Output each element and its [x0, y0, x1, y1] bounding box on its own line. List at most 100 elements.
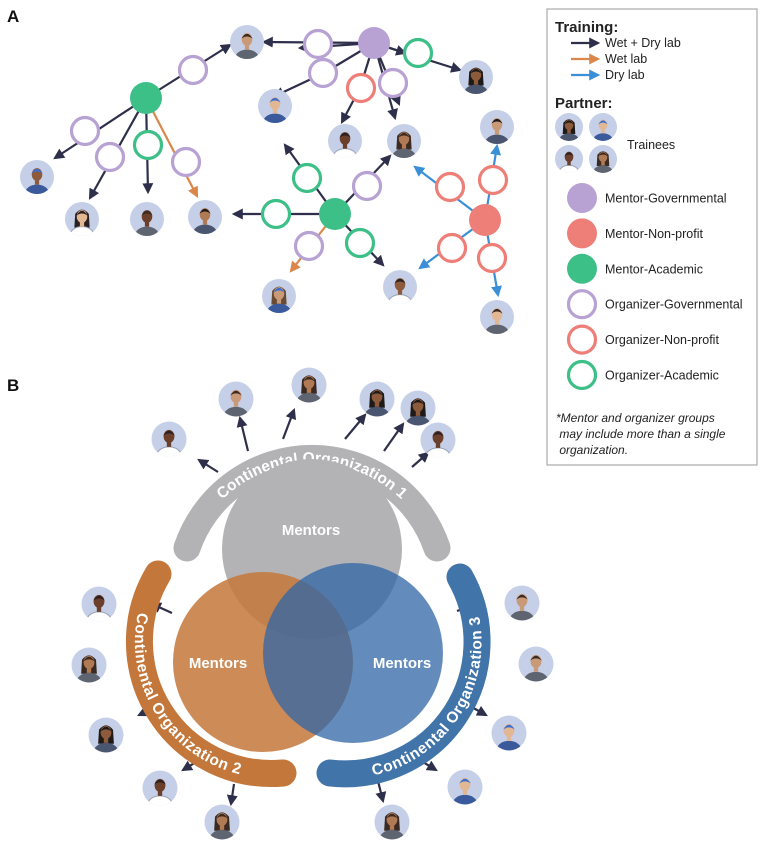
avatar-cap	[269, 97, 281, 103]
organizer-node	[132, 129, 164, 161]
avatar-hair	[394, 278, 406, 284]
avatar-neck	[567, 160, 571, 166]
avatar-body	[593, 165, 613, 173]
avatar-hair	[470, 68, 482, 74]
avatar-hair	[83, 656, 95, 662]
avatar-neck	[276, 297, 282, 304]
avatar-body	[485, 134, 509, 144]
avatar-body	[485, 324, 509, 334]
avatar-neck	[306, 386, 312, 393]
organizer-node	[351, 170, 383, 202]
trainee-avatar	[459, 60, 493, 94]
avatar-body	[496, 740, 522, 751]
avatar-hair	[371, 390, 383, 396]
avatar-hair	[199, 208, 211, 214]
avatar-body	[509, 610, 535, 621]
mentors-label-1: Mentors	[282, 522, 340, 539]
trainee-avatar	[480, 110, 514, 144]
org-band-1	[173, 444, 451, 562]
avatar-figure	[263, 97, 287, 123]
avatar-hair	[516, 594, 528, 600]
trainee-avatar	[504, 585, 540, 621]
trainee-spoke-arrow	[236, 415, 250, 452]
panel-label-a: A	[7, 7, 19, 26]
avatar-figure	[364, 389, 390, 417]
legend-note-line-2: may include more than a single	[556, 427, 726, 441]
organizer-node	[177, 54, 209, 86]
avatar-figure	[392, 131, 416, 158]
avatar-body	[452, 794, 478, 805]
organizer-node	[477, 164, 509, 196]
organizer-node	[402, 37, 434, 69]
avatar-body	[392, 148, 416, 158]
organizer-node	[436, 232, 468, 264]
avatar-body	[235, 49, 259, 59]
avatar-body	[193, 224, 217, 234]
avatar-neck	[389, 823, 395, 830]
legend-training-title: Training:	[555, 19, 618, 36]
trainee-spoke-arrow	[344, 413, 367, 440]
avatar-figure	[267, 286, 291, 313]
legend-training-label: Dry lab	[605, 68, 645, 82]
avatar-figure	[593, 151, 613, 173]
legend-partner-label: Organizer-Non-profit	[605, 333, 719, 347]
avatar-body	[296, 392, 322, 403]
avatar-figure	[509, 593, 535, 621]
panel-b-diagram: Continental Organization 1 Continental O…	[71, 367, 554, 840]
organizer-node	[170, 146, 202, 178]
avatar-hair	[412, 399, 424, 405]
legend-partner-swatch	[566, 324, 598, 355]
avatar-neck	[601, 160, 605, 166]
avatar-body	[267, 303, 291, 313]
avatar-body	[76, 672, 102, 683]
avatar-figure	[296, 375, 322, 403]
organizer-node	[293, 230, 325, 262]
mentor-governmental-node	[358, 27, 390, 59]
network-arrows	[53, 36, 502, 298]
legend-trainees-label: Trainees	[627, 138, 675, 152]
mentor-academic-node	[130, 82, 162, 114]
avatar-cap	[459, 778, 471, 784]
avatar-figure	[523, 654, 549, 682]
network-nodes	[20, 25, 514, 334]
avatar-neck	[144, 220, 150, 227]
avatar-neck	[244, 43, 250, 50]
trainee-avatar	[374, 804, 410, 840]
avatar-body	[223, 406, 249, 417]
avatar-neck	[494, 128, 500, 135]
avatar-neck	[462, 788, 468, 795]
avatar-cap	[273, 287, 285, 293]
organizer-node	[344, 227, 376, 259]
avatar-figure	[93, 725, 119, 753]
avatar-neck	[166, 440, 172, 447]
trainee-avatar	[81, 586, 117, 622]
legend-partner-title: Partner:	[555, 95, 613, 112]
avatar-body	[405, 415, 431, 426]
avatar-neck	[79, 220, 85, 227]
avatar-body	[464, 84, 488, 94]
avatar-neck	[86, 666, 92, 673]
avatar-neck	[157, 789, 163, 796]
legend-trainee-avatar	[555, 113, 583, 141]
avatar-cap	[598, 120, 608, 125]
avatar-neck	[374, 400, 380, 407]
org-band-2	[125, 560, 297, 787]
organizer-node	[476, 242, 508, 274]
avatar-hair	[339, 132, 351, 138]
avatar-hair	[154, 779, 166, 785]
mentors-label-3: Mentors	[373, 655, 431, 672]
avatar-figure	[135, 210, 159, 236]
legend-training-label: Wet lab	[605, 52, 647, 66]
legend-partner-label: Mentor-Academic	[605, 262, 703, 276]
organizer-node	[302, 28, 334, 60]
trainee-avatar	[65, 202, 99, 236]
organizer-node	[345, 72, 377, 104]
avatar-body	[379, 829, 405, 840]
organizer-node	[260, 198, 292, 230]
trainee-spoke-arrow	[197, 458, 219, 473]
trainee-avatar	[204, 804, 240, 840]
legend-partner-list: Mentor-GovernmentalMentor-Non-profitMent…	[566, 183, 743, 391]
trainee-avatar	[328, 124, 362, 158]
avatar-neck	[435, 441, 441, 448]
trainee-spoke-arrow	[411, 451, 430, 468]
